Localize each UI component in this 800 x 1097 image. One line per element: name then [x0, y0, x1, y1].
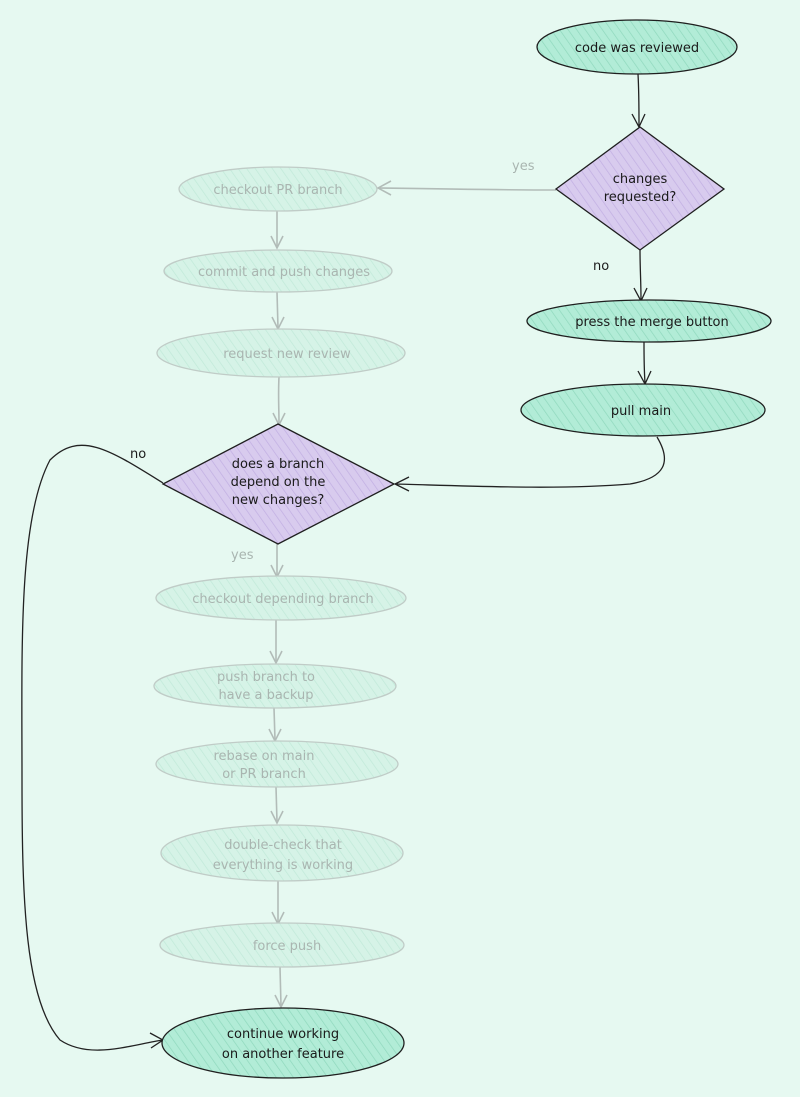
edge-rebase-to-double-check: [270, 786, 284, 825]
svg-text:depend on the: depend on the: [231, 475, 326, 490]
edge-request-to-depends: [272, 376, 286, 427]
edge-reviewed-to-changes: [631, 73, 646, 129]
edge-depends-to-checkout-depending: [270, 544, 284, 579]
node-press-merge: press the merge button: [526, 299, 772, 343]
svg-text:request new review: request new review: [223, 347, 351, 362]
edge-merge-to-pull: [637, 341, 652, 386]
edge-depends-to-continue: [21, 444, 165, 1051]
svg-text:rebase on main: rebase on main: [214, 749, 315, 764]
edges: [21, 73, 666, 1051]
svg-text:press the merge button: press the merge button: [575, 315, 729, 330]
svg-text:changes: changes: [613, 172, 668, 187]
edge-changes-to-checkout: [376, 180, 557, 196]
node-request-review: request new review: [156, 328, 406, 378]
svg-text:does a branch: does a branch: [232, 457, 324, 472]
node-commit-push: commit and push changes: [163, 249, 393, 293]
node-double-check: double-check that everything is working: [160, 824, 404, 882]
svg-text:new changes?: new changes?: [232, 493, 325, 508]
svg-text:pull main: pull main: [611, 404, 671, 419]
edge-checkout-to-commit: [270, 211, 284, 250]
svg-text:push branch to: push branch to: [217, 670, 315, 685]
edge-changes-to-merge: [633, 249, 648, 303]
edge-double-check-to-force: [271, 880, 285, 926]
decision-changes-requested: changes requested?: [554, 126, 726, 251]
svg-text:or PR branch: or PR branch: [222, 767, 306, 782]
node-checkout-depending: checkout depending branch: [155, 575, 407, 621]
svg-text:requested?: requested?: [604, 190, 677, 205]
svg-text:everything is working: everything is working: [213, 858, 353, 873]
svg-text:checkout PR branch: checkout PR branch: [213, 183, 342, 198]
svg-text:force push: force push: [253, 939, 321, 954]
node-rebase: rebase on main or PR branch: [155, 740, 399, 788]
edge-label-yes-changes: yes: [512, 159, 535, 174]
node-checkout-pr-branch: checkout PR branch: [178, 166, 378, 212]
svg-text:have a backup: have a backup: [218, 688, 313, 703]
node-push-backup: push branch to have a backup: [153, 663, 397, 709]
svg-text:continue working: continue working: [227, 1027, 339, 1042]
edge-label-yes-depends: yes: [231, 548, 254, 563]
svg-text:on another feature: on another feature: [222, 1047, 344, 1062]
svg-text:checkout depending branch: checkout depending branch: [192, 592, 373, 607]
edge-label-no-depends: no: [130, 447, 146, 462]
node-pull-main: pull main: [520, 383, 766, 437]
edge-commit-to-request: [271, 291, 285, 331]
svg-text:code was reviewed: code was reviewed: [575, 41, 699, 56]
node-continue-working: continue working on another feature: [161, 1007, 405, 1079]
edge-label-no-changes: no: [593, 259, 609, 274]
edge-pull-to-depends: [393, 436, 666, 492]
svg-text:commit and push changes: commit and push changes: [198, 265, 370, 280]
node-code-reviewed: code was reviewed: [536, 19, 738, 75]
node-force-push: force push: [159, 922, 405, 968]
edge-push-to-rebase: [268, 707, 282, 743]
decision-branch-depends: does a branch depend on the new changes?: [161, 423, 396, 545]
edge-force-to-continue: [274, 966, 288, 1009]
edge-checkout-depending-to-push: [269, 620, 283, 665]
svg-text:double-check that: double-check that: [224, 838, 342, 853]
